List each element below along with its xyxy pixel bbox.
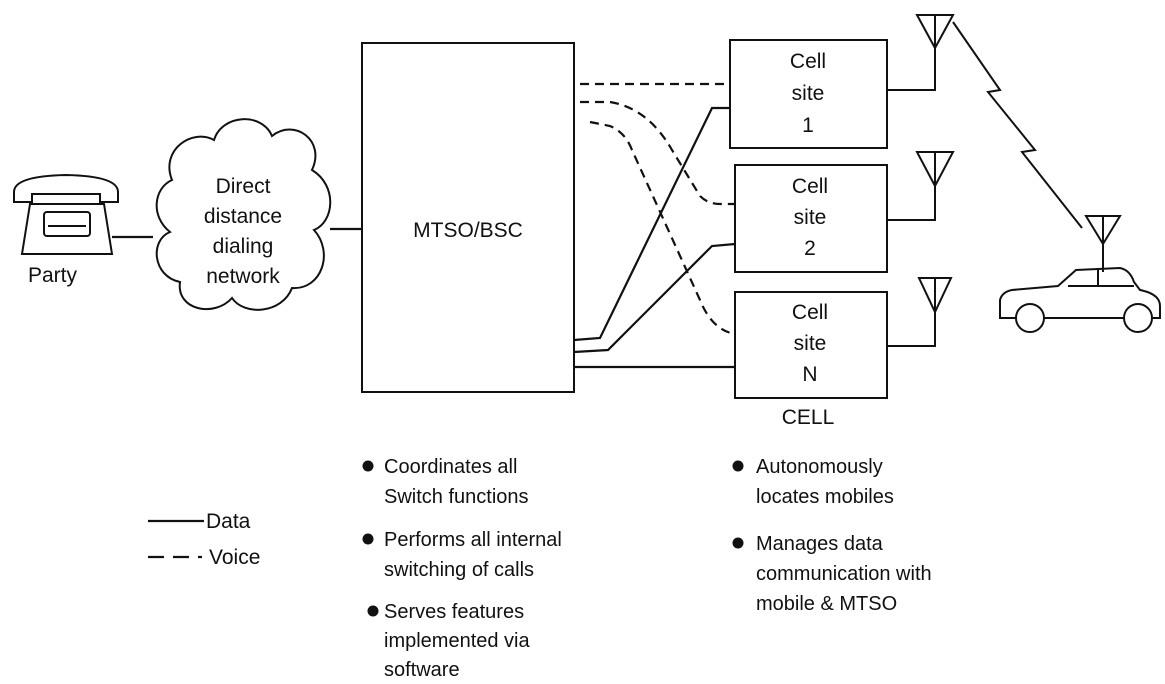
antenna-1-icon (887, 14, 955, 91)
voice-link-site-2 (580, 100, 735, 206)
network-cloud (155, 118, 332, 311)
svg-text:site: site (794, 332, 827, 355)
bullet-dot (362, 533, 374, 545)
party-label: Party (28, 264, 78, 287)
bullet-dot (362, 460, 374, 472)
voice-link-site-n (589, 120, 736, 336)
cell-bullet-list: Autonomously locates mobiles Manages dat… (732, 456, 932, 615)
cell-label: CELL (782, 406, 835, 429)
bullet-dot (367, 605, 379, 617)
legend: Data Voice (148, 510, 260, 569)
legend-voice-label: Voice (209, 546, 260, 569)
cell-bullet-1-line-1: Autonomously (756, 456, 883, 478)
cell-site-1-box (729, 39, 888, 149)
cell-site-1-label: Cell site 1 (790, 50, 826, 137)
telephone-icon (13, 173, 119, 255)
mtso-bullet-list: Coordinates all Switch functions Perform… (362, 456, 562, 681)
svg-text:Direct: Direct (216, 175, 271, 198)
bullet-dot (732, 460, 744, 472)
mtso-bullet-3-line-3: software (384, 659, 460, 681)
cell-bullet-2-line-2: communication with (756, 563, 932, 585)
cell-site-n-box (734, 291, 888, 399)
mobile-car-icon (999, 215, 1161, 333)
svg-text:network: network (206, 265, 280, 288)
mtso-bullet-3-line-2: implemented via (384, 630, 531, 652)
svg-text:1: 1 (802, 114, 814, 137)
mtso-bsc-label: MTSO/BSC (413, 219, 523, 242)
mtso-bsc-box (361, 42, 575, 393)
antenna-2-icon (887, 151, 955, 221)
bullet-dot (732, 537, 744, 549)
cell-site-2-box (734, 164, 888, 273)
cell-site-2-label: Cell site 2 (792, 175, 828, 260)
cell-bullet-2-line-1: Manages data (756, 533, 884, 555)
svg-text:site: site (794, 206, 827, 229)
svg-text:Cell: Cell (792, 301, 828, 324)
svg-text:Cell: Cell (792, 175, 828, 198)
svg-text:2: 2 (804, 237, 816, 260)
cell-site-n-label: Cell site N (792, 301, 828, 386)
mtso-bullet-1-line-2: Switch functions (384, 486, 529, 508)
cell-bullet-2-line-3: mobile & MTSO (756, 593, 897, 615)
mtso-bullet-3-line-1: Serves features (384, 601, 524, 623)
data-link-site-1 (573, 106, 730, 342)
cell-bullet-1-line-2: locates mobiles (756, 486, 894, 508)
svg-text:Cell: Cell (790, 50, 826, 73)
mtso-bullet-1-line-1: Coordinates all (384, 456, 517, 478)
network-label: Direct distance dialing network (204, 175, 282, 288)
mtso-bullet-2-line-1: Performs all internal (384, 529, 562, 551)
svg-text:dialing: dialing (213, 235, 274, 258)
antenna-n-icon (887, 277, 953, 347)
svg-text:N: N (802, 363, 817, 386)
radio-link-zigzag (952, 21, 1083, 229)
svg-text:site: site (792, 82, 825, 105)
legend-data-label: Data (206, 510, 251, 533)
mtso-bullet-2-line-2: switching of calls (384, 559, 534, 581)
svg-text:distance: distance (204, 205, 282, 228)
data-link-site-2 (573, 242, 736, 354)
